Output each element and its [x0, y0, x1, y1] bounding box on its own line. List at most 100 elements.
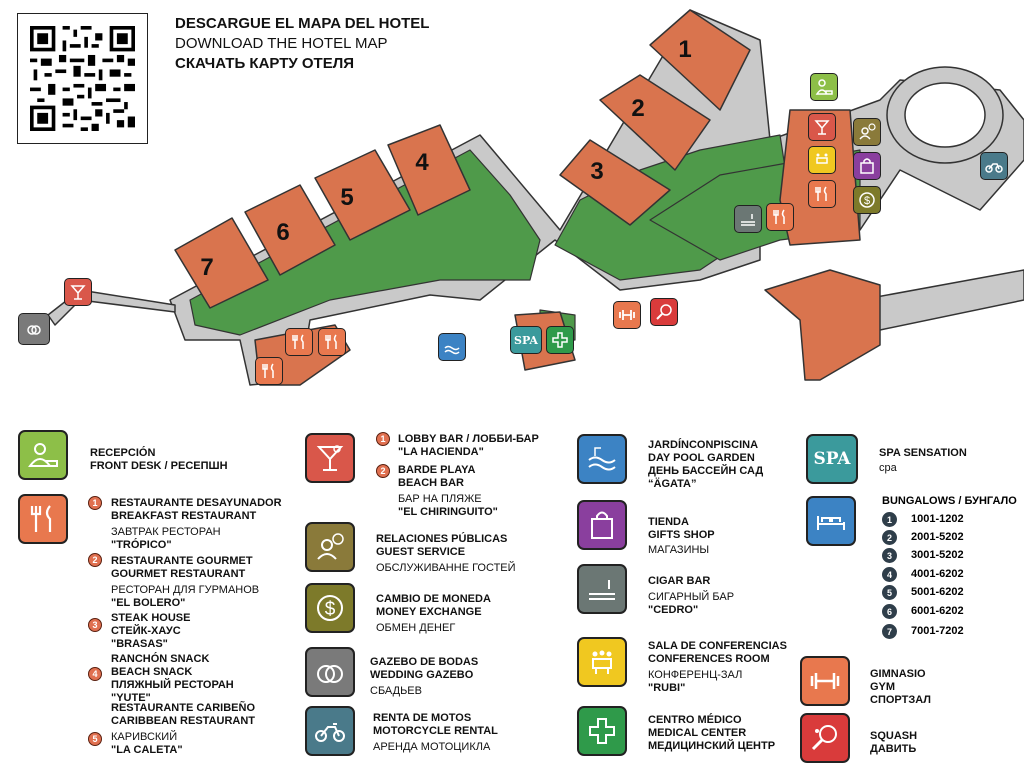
qr-code[interactable] — [17, 13, 148, 144]
building-7 — [174, 217, 269, 309]
legend-reception-icon — [18, 430, 68, 480]
legend-shop-icon — [577, 500, 627, 550]
legend-bar-1: LOBBY BAR / ЛОББИ-БАР "LA HACIENDA" — [398, 433, 539, 458]
map-cigar-icon[interactable] — [734, 205, 762, 233]
hotel-map: 1 2 3 4 5 6 7 — [47, 9, 1024, 386]
building-number-1: 1 — [678, 36, 691, 63]
map-lobby-bar-icon[interactable] — [808, 113, 836, 141]
building-5 — [314, 149, 411, 241]
legend-spa-icon-text: SPA — [813, 449, 851, 469]
legend-reception-es: RECEPCIÓN — [90, 447, 156, 459]
map-restaurant-icon-e[interactable] — [255, 357, 283, 385]
legend-gym-icon — [800, 656, 850, 706]
legend-bar-icon — [305, 433, 355, 483]
header-title-es: DESCARGUE EL MAPA DEL HOTEL — [175, 15, 430, 32]
restaurant-number-1: 1 — [88, 496, 102, 510]
legend-gift-shop: TIENDA GIFTS SHOP МАГАЗИНЫ — [648, 516, 715, 556]
header: DESCARGUE EL MAPA DEL HOTEL DOWNLOAD THE… — [175, 14, 429, 74]
legend-squash-icon — [800, 713, 850, 763]
restaurant-number-4: 4 — [88, 667, 102, 681]
restaurant-block — [779, 109, 861, 246]
legend-restaurant-2: RESTAURANTE GOURMET GOURMET RESTAURANT Р… — [111, 555, 260, 609]
legend-motorcycle-icon — [305, 706, 355, 756]
restaurant-number-3: 3 — [88, 618, 102, 632]
legend-reception-en-ru: FRONT DESK / РЕСЕПШН — [90, 460, 228, 472]
map-restaurant-icon-b[interactable] — [766, 203, 794, 231]
legend-reception: RECEPCIÓN FRONT DESK / РЕСЕПШН — [90, 447, 228, 473]
building-3 — [559, 139, 671, 226]
legend-medical-icon — [577, 706, 627, 756]
legend-money-icon: $ — [305, 583, 355, 633]
legend-restaurant-4: RANCHÓN SNACK BEACH SNACK ПЛЯЖНЫЙ РЕСТОР… — [111, 653, 234, 704]
map-money-icon[interactable]: $ — [853, 186, 881, 214]
building-4 — [387, 124, 471, 216]
map-conference-icon[interactable] — [808, 146, 836, 174]
bungalow-range-7: 7001-7202 — [911, 625, 964, 637]
legend-spa-icon: SPA — [806, 434, 858, 484]
map-gym-icon[interactable] — [613, 301, 641, 329]
map-spa-text: SPA — [514, 333, 538, 347]
map-shop-icon[interactable] — [853, 152, 881, 180]
building-number-4: 4 — [415, 149, 429, 176]
building-6 — [244, 184, 336, 276]
map-restaurant-icon-a[interactable] — [808, 180, 836, 208]
building-number-7: 7 — [200, 254, 213, 281]
map-motorcycle-icon[interactable] — [980, 152, 1008, 180]
bar-number-2: 2 — [376, 464, 390, 478]
legend-restaurant-3: STEAK HOUSE СТЕЙК-ХАУС "BRASAS" — [111, 612, 191, 650]
legend-pool-garden: JARDÍNCONPISCINA DAY POOL GARDEN ДЕНЬ БА… — [648, 439, 764, 490]
map-restaurant-icon-d[interactable] — [318, 328, 346, 356]
bungalow-number-7: 7 — [882, 624, 897, 639]
bungalow-number-4: 4 — [882, 567, 897, 582]
map-medical-icon[interactable] — [546, 326, 574, 354]
building-1 — [649, 9, 751, 111]
legend-bungalow-icon — [806, 496, 856, 546]
map-squash-icon[interactable] — [650, 298, 678, 326]
legend-medical-center: CENTRO MÉDICO MEDICAL CENTER МЕДИЦИНСКИЙ… — [648, 714, 776, 752]
bungalow-number-1: 1 — [882, 512, 897, 527]
legend-conference-room: SALA DE CONFERENCIAS CONFERENCES ROOM КО… — [648, 640, 787, 694]
legend-guest-service-icon — [305, 522, 355, 572]
bungalow-number-3: 3 — [882, 548, 897, 563]
roundabout — [886, 66, 1004, 164]
map-beach-bar-icon[interactable] — [64, 278, 92, 306]
legend-restaurant-icon — [18, 494, 68, 544]
svg-text:$: $ — [325, 599, 336, 620]
building-number-2: 2 — [631, 95, 644, 122]
svg-text:$: $ — [864, 195, 870, 207]
legend-conference-icon — [577, 637, 627, 687]
bungalow-number-5: 5 — [882, 585, 897, 600]
legend-squash: SQUASH ДАВИТЬ — [870, 730, 918, 755]
header-title-en: DOWNLOAD THE HOTEL MAP — [175, 35, 388, 52]
restaurant-number-5: 5 — [88, 732, 102, 746]
map-restaurant-icon-c[interactable] — [285, 328, 313, 356]
bungalow-range-2: 2001-5202 — [911, 531, 964, 543]
legend-cigar-bar: CIGAR BAR СИГАРНЫЙ БАР "CEDRO" — [648, 575, 735, 616]
main-building — [764, 269, 881, 381]
legend-wedding-icon — [305, 647, 355, 697]
building-number-5: 5 — [340, 184, 353, 211]
building-numbers: 1 2 3 4 5 6 7 — [200, 36, 691, 281]
bungalow-range-1: 1001-1202 — [911, 513, 964, 525]
map-wedding-icon[interactable] — [18, 313, 50, 345]
map-reception-icon[interactable] — [810, 73, 838, 101]
bungalow-range-5: 5001-6202 — [911, 586, 964, 598]
map-pool-icon[interactable] — [438, 333, 466, 361]
bungalow-number-2: 2 — [882, 530, 897, 545]
qr-code-pattern — [30, 26, 135, 131]
bungalow-number-6: 6 — [882, 604, 897, 619]
header-title-ru: СКАЧАТЬ КАРТУ ОТЕЛЯ — [175, 55, 355, 72]
legend-guest-service: RELACIONES PÚBLICAS GUEST SERVICE ОБСЛУЖ… — [376, 533, 516, 574]
bungalow-range-4: 4001-6202 — [911, 568, 964, 580]
legend-bungalows-title: BUNGALOWS / БУНГАЛО — [882, 495, 1017, 507]
building-number-3: 3 — [590, 158, 603, 185]
legend-gym: GIMNASIO GYM СПОРТЗАЛ — [870, 668, 932, 706]
bungalow-range-3: 3001-5202 — [911, 549, 964, 561]
legend-money-exchange: CAMBIO DE MONEDA MONEY EXCHANGE ОБМЕН ДЕ… — [376, 593, 491, 634]
bungalow-range-6: 6001-6202 — [911, 605, 964, 617]
map-spa-icon[interactable]: SPA — [510, 326, 542, 354]
bar-number-1: 1 — [376, 432, 390, 446]
building-2 — [599, 74, 711, 171]
legend-cigar-icon — [577, 564, 627, 614]
map-guest-service-icon[interactable] — [853, 118, 881, 146]
